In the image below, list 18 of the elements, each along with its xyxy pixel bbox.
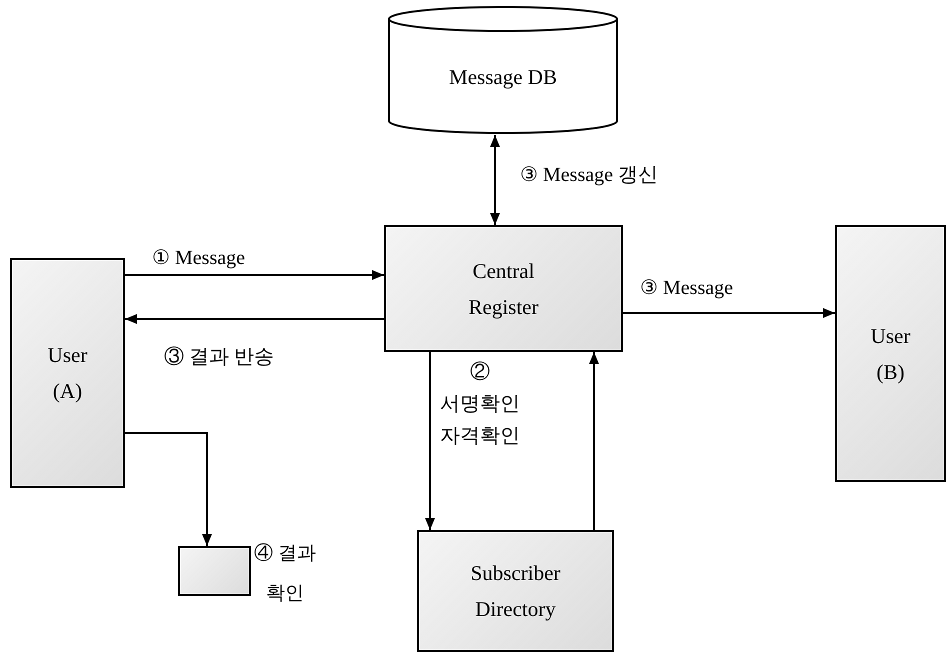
arrow [125,270,384,280]
result-box [178,546,251,596]
process-box [835,225,946,482]
node-label: User (B) [870,322,912,386]
node-label: Central Register [468,258,540,320]
arrow [490,135,500,225]
arrow [589,352,599,530]
process-box [417,530,614,652]
node-label: Message DB [449,64,557,92]
arrow [125,314,384,324]
process-box [384,225,623,352]
node-label: User (A) [46,342,88,405]
node-label: Subscriber Directory [470,560,562,623]
process-box [10,258,125,488]
arrow [623,308,835,318]
arrow [125,432,212,546]
arrow [425,352,435,530]
node-caption: ④ 결과 확인 [253,542,317,606]
